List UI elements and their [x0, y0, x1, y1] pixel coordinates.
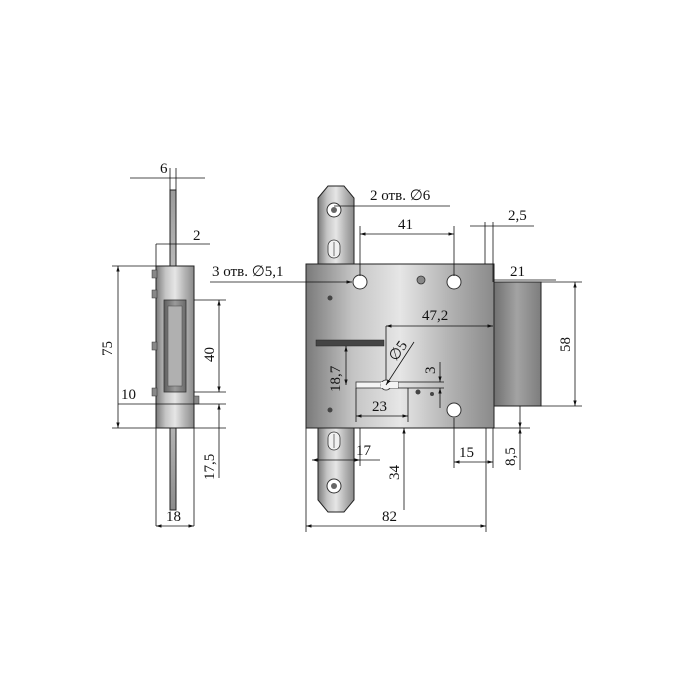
dim-8-5: 8,5: [503, 447, 519, 466]
dim-10: 10: [121, 387, 136, 403]
dim-18: 18: [166, 509, 181, 525]
label-holes-top: 2 отв. ∅6: [370, 188, 431, 204]
front-dimensions: 2 отв. ∅6 41 2,5 3 отв. ∅5,1 21 47,2 58 …: [210, 188, 582, 532]
dim-47-2: 47,2: [422, 308, 448, 324]
dim-23: 23: [372, 399, 387, 415]
front-bolt: [492, 281, 542, 407]
dim-82: 82: [382, 509, 397, 525]
dim-6: 6: [160, 161, 168, 177]
dim-40: 40: [202, 347, 218, 362]
dim-3: 3: [423, 367, 439, 375]
dim-21: 21: [510, 264, 525, 280]
label-holes-mid: 3 отв. ∅5,1: [212, 264, 284, 280]
dim-34: 34: [387, 465, 403, 481]
dim-17: 17: [356, 443, 372, 459]
dim-15: 15: [459, 445, 474, 461]
front-view: [305, 185, 542, 513]
dim-17-5: 17,5: [202, 454, 218, 480]
dim-2: 2: [193, 228, 201, 244]
dim-41: 41: [398, 217, 413, 233]
dim-18-7: 18,7: [328, 365, 344, 392]
dim-75: 75: [100, 341, 116, 356]
dim-58: 58: [558, 337, 574, 352]
dim-2-5: 2,5: [508, 208, 527, 224]
side-view: 6 2 75 40 10 17,5 18: [100, 161, 226, 528]
